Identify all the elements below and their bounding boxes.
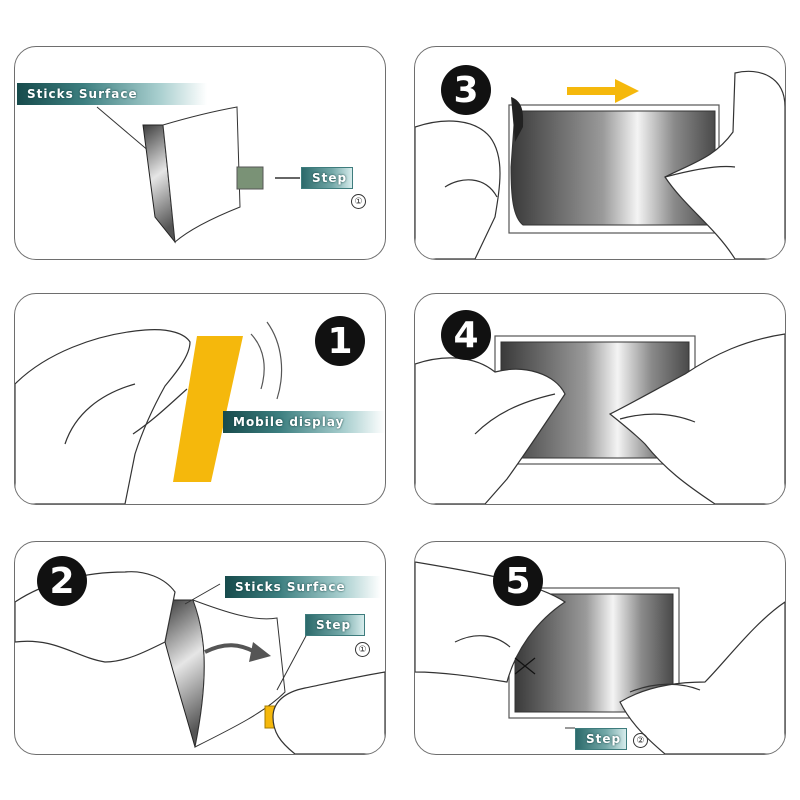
step-4-illustration xyxy=(415,333,785,504)
step-3-illustration xyxy=(415,70,785,259)
step-tab-icon xyxy=(236,166,264,190)
step-label: Step xyxy=(301,167,353,189)
sticks-surface-label: Sticks Surface xyxy=(17,83,207,105)
peel-illustration xyxy=(96,106,300,244)
step-3-badge: 3 xyxy=(441,65,491,115)
step-1-badge: 1 xyxy=(315,316,365,366)
mobile-display-label: Mobile display xyxy=(223,411,385,433)
sticks-surface-label-2: Sticks Surface xyxy=(225,576,381,598)
panel-step-4: 4 xyxy=(414,293,786,505)
panel-step-5: 5 Step ② xyxy=(414,541,786,755)
arrow-right-icon xyxy=(567,87,615,95)
step-marker-3: ② xyxy=(633,733,648,748)
step-5-badge: 5 xyxy=(493,556,543,606)
step-2-badge: 2 xyxy=(37,556,87,606)
step-5-illustration xyxy=(415,561,785,754)
panel-step-1: 1 Mobile display xyxy=(14,293,386,505)
panel-step-3: 3 xyxy=(414,46,786,260)
step-label-2: Step xyxy=(305,614,365,636)
panel-step-2: 2 Sticks Surface Step ① xyxy=(14,541,386,755)
step-4-badge: 4 xyxy=(441,310,491,360)
step-marker-2: ① xyxy=(355,642,370,657)
curved-arrow-icon xyxy=(249,642,271,662)
step-marker-1: ① xyxy=(351,194,366,209)
step-label-3: Step xyxy=(575,728,627,750)
panel-peel-diagram: Sticks Surface Step ① xyxy=(14,46,386,260)
step-1-illustration xyxy=(15,321,283,504)
